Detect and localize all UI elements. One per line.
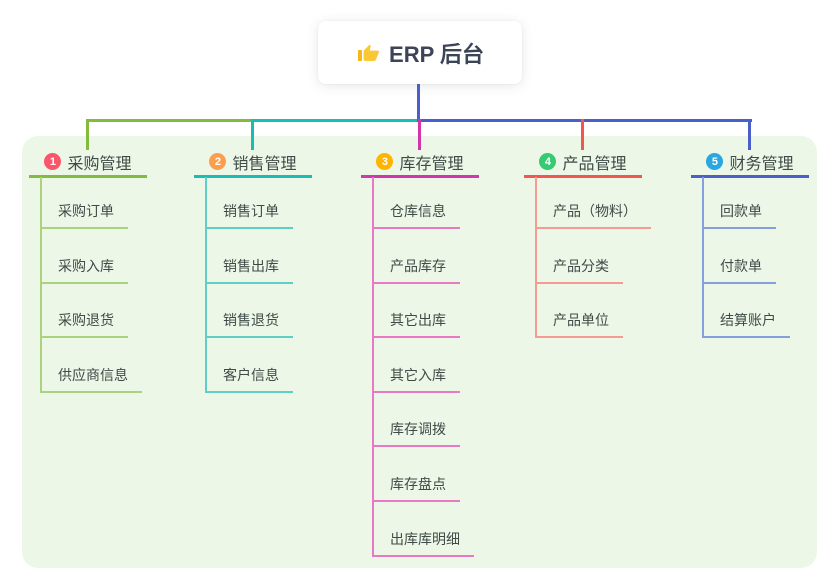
branch-header[interactable]: 5 财务管理 bbox=[691, 148, 809, 178]
child-node[interactable]: 销售出库 bbox=[205, 257, 293, 284]
child-node[interactable]: 库存盘点 bbox=[372, 475, 460, 502]
branch-rail-line bbox=[40, 177, 42, 393]
thumbs-up-icon bbox=[356, 41, 380, 65]
child-node[interactable]: 产品分类 bbox=[535, 257, 623, 284]
child-node[interactable]: 销售退货 bbox=[205, 311, 293, 339]
branch-header[interactable]: 3 库存管理 bbox=[361, 148, 479, 178]
branch-rail-line bbox=[205, 177, 207, 393]
branch-drop-line bbox=[251, 119, 254, 150]
child-node[interactable]: 付款单 bbox=[702, 257, 776, 284]
branch-drop-line bbox=[418, 119, 421, 150]
connector-bus-segment bbox=[86, 119, 253, 122]
root-node-erp[interactable]: ERP 后台 bbox=[318, 21, 522, 84]
child-node[interactable]: 产品单位 bbox=[535, 311, 623, 339]
child-node[interactable]: 回款单 bbox=[702, 202, 776, 229]
child-node[interactable]: 客户信息 bbox=[205, 366, 293, 393]
connector-bus-segment bbox=[417, 119, 752, 122]
child-node[interactable]: 库存调拨 bbox=[372, 420, 460, 448]
branch-number-badge: 2 bbox=[209, 153, 227, 170]
root-stem-line bbox=[417, 84, 420, 122]
child-node[interactable]: 结算账户 bbox=[702, 311, 790, 339]
branch-number-badge: 5 bbox=[706, 153, 724, 170]
branch-drop-line bbox=[581, 119, 584, 150]
branches-panel bbox=[22, 136, 817, 568]
child-node[interactable]: 产品库存 bbox=[372, 257, 460, 284]
branch-header[interactable]: 4 产品管理 bbox=[524, 148, 642, 178]
branch-drop-line bbox=[86, 119, 89, 150]
child-node[interactable]: 采购退货 bbox=[40, 311, 128, 339]
branch-title: 财务管理 bbox=[729, 155, 794, 173]
child-node[interactable]: 采购订单 bbox=[40, 202, 128, 229]
child-node[interactable]: 产品（物料） bbox=[535, 202, 651, 229]
branch-title: 库存管理 bbox=[399, 155, 464, 173]
branch-header[interactable]: 1 采购管理 bbox=[29, 148, 147, 178]
branch-drop-line bbox=[748, 119, 751, 150]
child-node[interactable]: 其它入库 bbox=[372, 366, 460, 393]
branch-rail-line bbox=[372, 177, 374, 557]
branch-title: 销售管理 bbox=[232, 155, 297, 173]
child-node[interactable]: 其它出库 bbox=[372, 311, 460, 339]
child-node[interactable]: 供应商信息 bbox=[40, 366, 142, 393]
root-title: ERP 后台 bbox=[389, 41, 484, 67]
branch-number-badge: 3 bbox=[376, 153, 394, 170]
branch-rail-line bbox=[535, 177, 537, 339]
branch-number-badge: 1 bbox=[44, 153, 62, 170]
branch-title: 产品管理 bbox=[562, 155, 627, 173]
connector-bus-segment bbox=[251, 119, 420, 122]
branch-title: 采购管理 bbox=[67, 155, 132, 173]
child-node[interactable]: 出库库明细 bbox=[372, 530, 474, 557]
branch-header[interactable]: 2 销售管理 bbox=[194, 148, 312, 178]
child-node[interactable]: 仓库信息 bbox=[372, 202, 460, 229]
child-node[interactable]: 采购入库 bbox=[40, 257, 128, 284]
branch-number-badge: 4 bbox=[539, 153, 557, 170]
child-node[interactable]: 销售订单 bbox=[205, 202, 293, 229]
branch-rail-line bbox=[702, 177, 704, 339]
